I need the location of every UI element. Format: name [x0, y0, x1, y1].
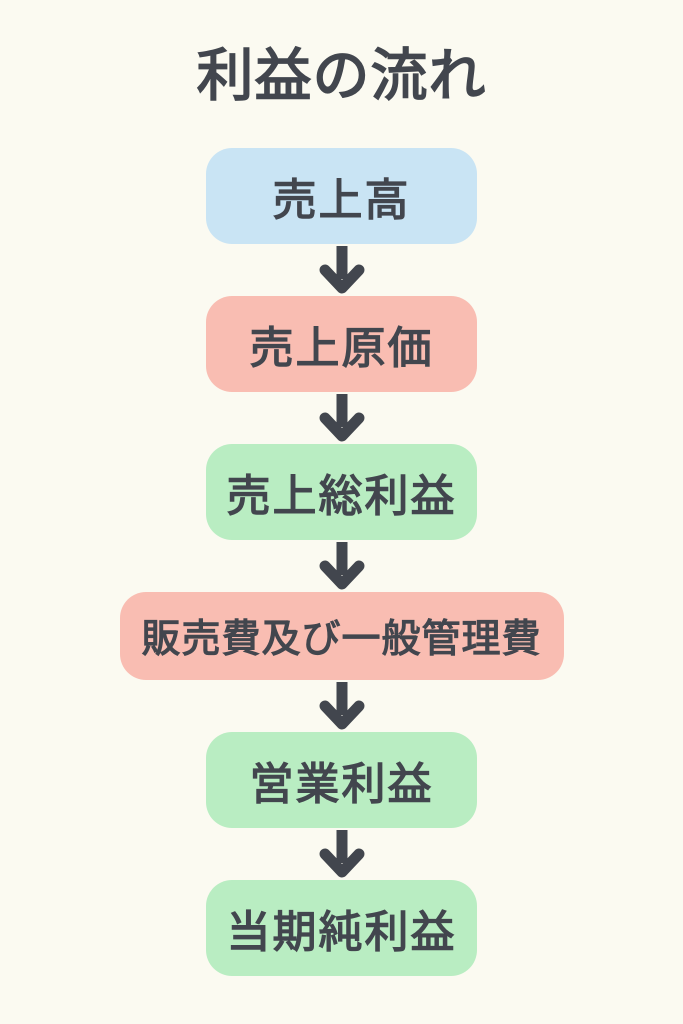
- down-arrow-icon: [319, 680, 365, 732]
- flow-step-operating-profit: 営業利益: [206, 731, 477, 828]
- flow-step-label: 売上高: [272, 174, 411, 226]
- down-arrow-icon: [319, 540, 365, 592]
- flow-step-sga-expenses: 販売費及び一般管理費: [119, 591, 564, 680]
- flow-step-label: 売上総利益: [226, 470, 457, 522]
- profit-flow-diagram: 売上高 売上原価 売上総利益 販売費及び: [0, 147, 683, 976]
- down-arrow-icon: [319, 828, 365, 880]
- flow-step-label: 売上原価: [249, 322, 434, 374]
- down-arrow-icon: [319, 244, 365, 296]
- flow-step-label: 販売費及び一般管理費: [141, 616, 542, 662]
- flow-step-sales-revenue: 売上高: [206, 147, 477, 244]
- flow-step-net-income: 当期純利益: [206, 879, 477, 976]
- page-title: 利益の流れ: [196, 43, 487, 109]
- down-arrow-icon: [319, 392, 365, 444]
- flow-step-label: 当期純利益: [226, 906, 457, 958]
- flow-step-label: 営業利益: [249, 758, 434, 810]
- flow-step-cost-of-goods-sold: 売上原価: [206, 295, 477, 392]
- flow-step-gross-profit: 売上総利益: [206, 443, 477, 540]
